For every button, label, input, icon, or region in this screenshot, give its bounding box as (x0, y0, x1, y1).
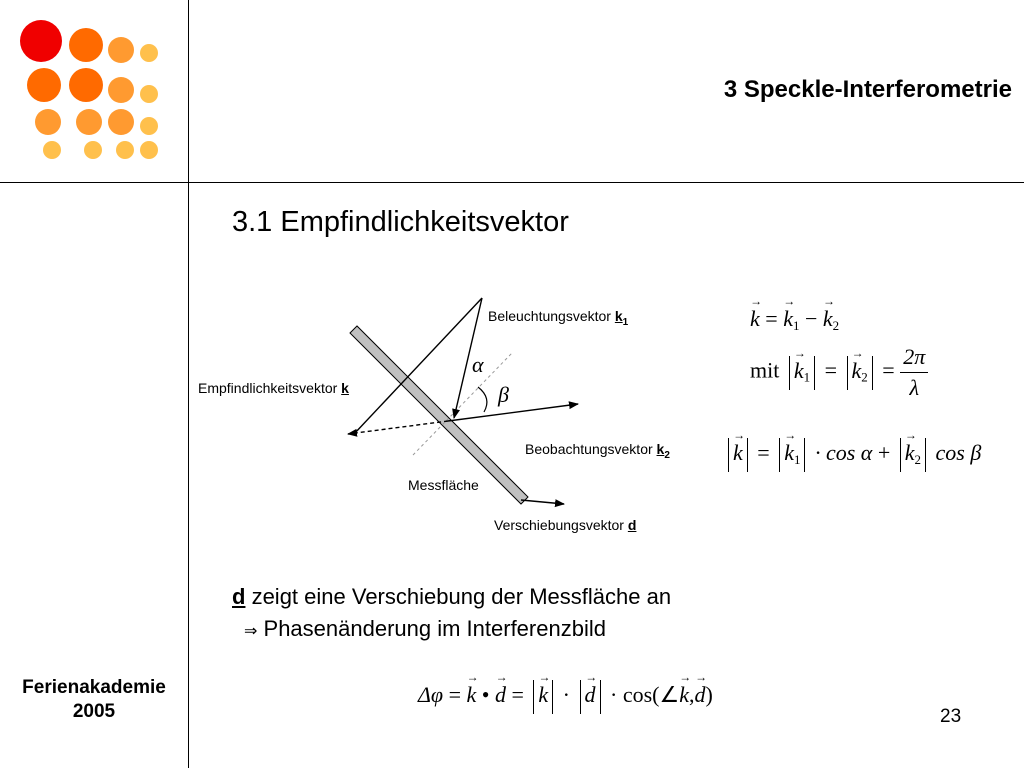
logo-dot (43, 141, 61, 159)
logo-dot (35, 109, 61, 135)
equation-phase-change: Δφ = k • d = k · d · cos(∠k,d) (418, 680, 713, 714)
equation-k-difference: k = k1 − k2 (750, 306, 839, 334)
logo-dot (27, 68, 61, 102)
logo-dot (140, 44, 158, 62)
label-illumination-vector: Beleuchtungsvektor k1 (488, 308, 629, 328)
logo-dot (108, 77, 134, 103)
label-observation-vector: Beobachtungsvektor k2 (525, 441, 670, 461)
footer-brand: Ferienakademie 2005 (22, 677, 166, 722)
displacement-description: d zeigt eine Verschiebung der Messfläche… (232, 584, 672, 609)
equation-wave-number: mit k1 = k2 = 2πλ (750, 344, 929, 401)
page-number: 23 (940, 706, 962, 727)
vertical-divider (188, 0, 189, 768)
logo-dot (84, 141, 102, 159)
label-sensitivity-vector: Empfindlichkeitsvektor k (198, 380, 349, 396)
implies-arrow-icon: ⇒ (244, 623, 258, 640)
illumination-vector-arrow (452, 297, 483, 419)
logo-dot (116, 141, 134, 159)
sensitivity-vector-arrow (347, 420, 449, 437)
page-title: 3 Speckle-Interferometrie (723, 76, 1012, 103)
logo-dot (108, 109, 134, 135)
logo-dot (69, 28, 103, 62)
label-measurement-surface: Messfläche (408, 477, 479, 493)
measurement-surface-plate (349, 325, 529, 505)
beta-symbol: β (498, 382, 509, 407)
logo-dot (108, 37, 134, 63)
displacement-vector-arrow (520, 499, 565, 508)
observation-vector-arrow (447, 401, 579, 422)
logo-dot (140, 141, 158, 159)
beta-angle-arc (477, 386, 488, 413)
section-title: 3.1 Empfindlichkeitsvektor (232, 206, 569, 238)
horizontal-divider (0, 182, 1024, 183)
logo-dot (76, 109, 102, 135)
label-displacement-vector: Verschiebungsvektor d (494, 517, 637, 533)
logo-dot (140, 117, 158, 135)
logo-dot (20, 20, 62, 62)
equation-k-magnitude: k = k1 · cos α + k2 cos β (724, 438, 981, 472)
logo-dot (140, 85, 158, 103)
illumination-incoming-line (353, 297, 483, 435)
phase-change-description: ⇒ Phasenänderung im Interferenzbild (244, 616, 606, 641)
alpha-symbol: α (472, 352, 484, 377)
logo-dot (69, 68, 103, 102)
dot-grid-logo (0, 0, 188, 182)
